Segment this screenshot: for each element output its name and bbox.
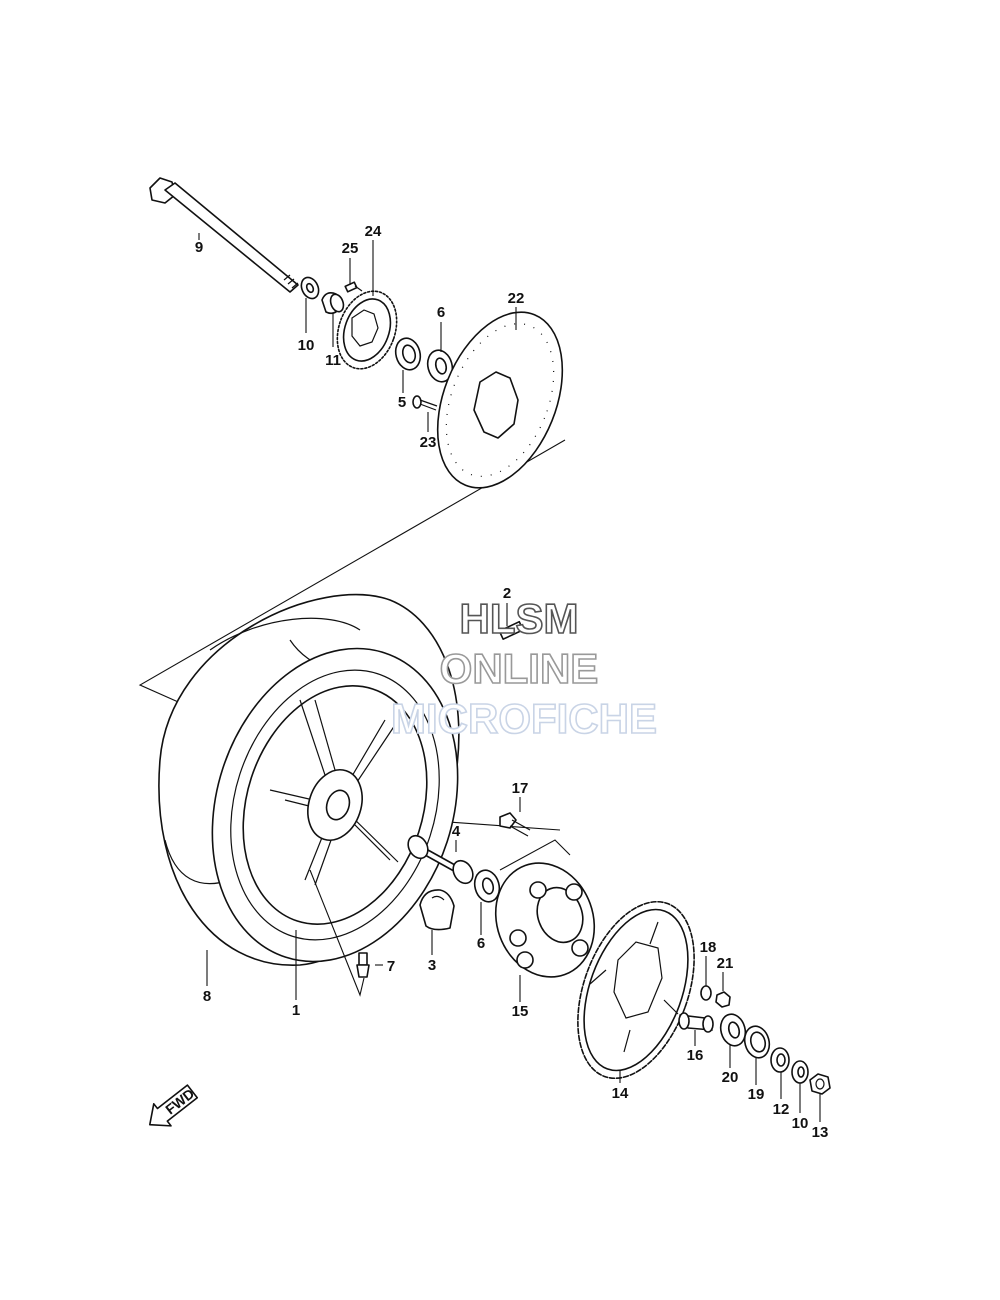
- callout-10-upper[interactable]: 10: [298, 337, 315, 354]
- callout-19[interactable]: 19: [748, 1086, 765, 1103]
- callout-1[interactable]: 1: [292, 1002, 300, 1019]
- callout-6-lower[interactable]: 6: [477, 935, 485, 952]
- watermark-line-3: MICROFICHE: [391, 695, 657, 742]
- part-brake-disc[interactable]: [414, 294, 587, 507]
- callout-23[interactable]: 23: [420, 434, 437, 451]
- callout-14[interactable]: 14: [612, 1085, 629, 1102]
- part-oil-seal-right[interactable]: [741, 1023, 772, 1060]
- part-washer-sprocket[interactable]: [700, 985, 712, 1001]
- part-axle-nut[interactable]: [809, 1073, 831, 1095]
- part-sprocket-drum[interactable]: [480, 849, 610, 991]
- part-wheel[interactable]: [173, 616, 496, 993]
- part-rear-axle[interactable]: [149, 177, 299, 293]
- part-washer-lower[interactable]: [791, 1060, 809, 1084]
- part-sprocket-stud[interactable]: [499, 812, 531, 837]
- callout-2[interactable]: 2: [503, 585, 511, 602]
- part-bearing-lower[interactable]: [471, 867, 502, 904]
- forward-direction-arrow[interactable]: FWD: [141, 1080, 201, 1135]
- callout-8[interactable]: 8: [203, 988, 211, 1005]
- callout-16[interactable]: 16: [687, 1047, 704, 1064]
- callout-24[interactable]: 24: [365, 223, 382, 240]
- part-rear-sprocket[interactable]: [556, 886, 717, 1094]
- watermark-line-1: HLSM: [460, 595, 579, 642]
- callout-15[interactable]: 15: [512, 1003, 529, 1020]
- callout-21[interactable]: 21: [717, 955, 734, 972]
- callout-11[interactable]: 11: [325, 352, 341, 369]
- part-bearing-right[interactable]: [717, 1011, 748, 1048]
- part-spacer-left[interactable]: [321, 292, 346, 315]
- part-tire-valve[interactable]: [356, 952, 370, 978]
- watermark-line-2: ONLINE: [440, 645, 599, 692]
- part-spacer-right[interactable]: [678, 1012, 714, 1033]
- callout-3[interactable]: 3: [428, 957, 436, 974]
- callout-17[interactable]: 17: [512, 780, 529, 797]
- part-washer-upper[interactable]: [298, 275, 322, 302]
- part-balance-weight[interactable]: [498, 620, 524, 640]
- part-sensor-ring[interactable]: [327, 283, 407, 377]
- part-oil-seal[interactable]: [392, 335, 423, 372]
- part-cush-rubber[interactable]: [419, 889, 455, 931]
- callout-25[interactable]: 25: [342, 240, 359, 257]
- callout-20[interactable]: 20: [722, 1069, 739, 1086]
- part-brake-disc-bolt[interactable]: [412, 395, 438, 411]
- callout-5[interactable]: 5: [398, 394, 406, 411]
- fwd-arrow-icon: [148, 1084, 199, 1127]
- part-axle-spacer[interactable]: [404, 832, 477, 887]
- leader-lines: [198, 233, 821, 1122]
- callout-7[interactable]: 7: [387, 958, 395, 975]
- callout-6-upper[interactable]: 6: [437, 304, 445, 321]
- callout-4[interactable]: 4: [452, 823, 461, 840]
- watermark: HLSM ONLINE MICROFICHE: [390, 594, 658, 743]
- callout-22[interactable]: 22: [508, 290, 525, 307]
- part-bearing-upper[interactable]: [424, 347, 455, 384]
- part-sprocket-nut[interactable]: [715, 991, 731, 1008]
- callout-12[interactable]: 12: [773, 1101, 790, 1118]
- callout-13[interactable]: 13: [812, 1124, 829, 1141]
- callout-labels: 1 2 3 4 5 6 6 7 8 9 10 10 11 12 13 14 15…: [195, 223, 829, 1141]
- callout-18[interactable]: 18: [700, 939, 717, 956]
- callout-9[interactable]: 9: [195, 239, 203, 256]
- part-spacer-outer[interactable]: [770, 1047, 790, 1073]
- callout-10-lower[interactable]: 10: [792, 1115, 809, 1132]
- part-screw-sensor-ring[interactable]: [344, 281, 363, 293]
